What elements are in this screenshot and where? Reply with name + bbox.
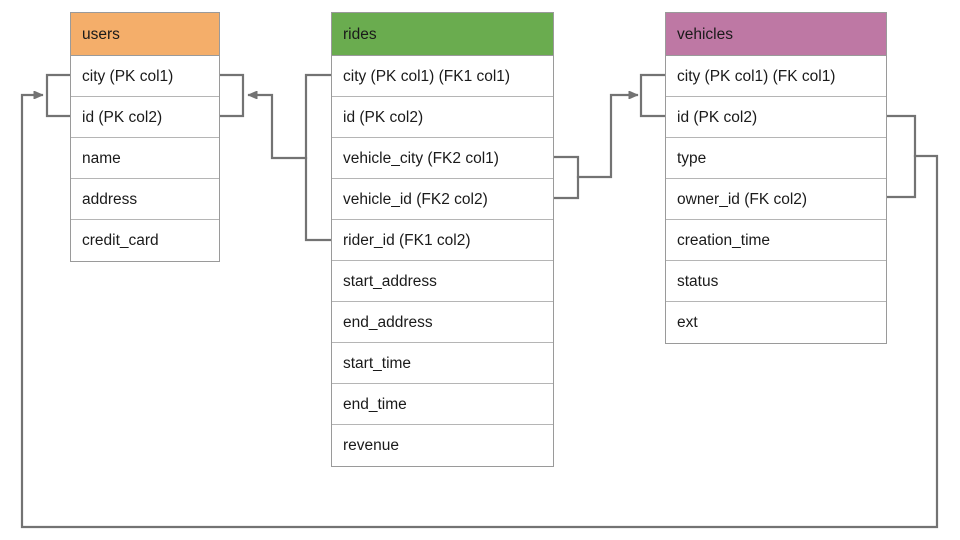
connector-rides-fk2-to-vehicles: [576, 95, 639, 179]
entity-users[interactable]: users city (PK col1) id (PK col2) name a…: [70, 12, 220, 262]
entity-rides[interactable]: rides city (PK col1) (FK1 col1) id (PK c…: [331, 12, 554, 467]
field-rides-end-address[interactable]: end_address: [332, 302, 553, 343]
field-vehicles-type[interactable]: type: [666, 138, 886, 179]
field-vehicles-ext[interactable]: ext: [666, 302, 886, 343]
field-rides-vehicle-id[interactable]: vehicle_id (FK2 col2): [332, 179, 553, 220]
field-rides-end-time[interactable]: end_time: [332, 384, 553, 425]
field-users-credit-card[interactable]: credit_card: [71, 220, 219, 261]
field-rides-start-time[interactable]: start_time: [332, 343, 553, 384]
entity-users-title: users: [71, 13, 219, 56]
entity-rides-title: rides: [332, 13, 553, 56]
field-rides-city[interactable]: city (PK col1) (FK1 col1): [332, 56, 553, 97]
connector-rides-fk2-bracket: [552, 155, 580, 200]
field-users-id[interactable]: id (PK col2): [71, 97, 219, 138]
field-vehicles-status[interactable]: status: [666, 261, 886, 302]
field-rides-start-address[interactable]: start_address: [332, 261, 553, 302]
field-rides-rider-id[interactable]: rider_id (FK1 col2): [332, 220, 553, 261]
field-vehicles-city[interactable]: city (PK col1) (FK col1): [666, 56, 886, 97]
entity-vehicles-title: vehicles: [666, 13, 886, 56]
connector-users-right-bracket: [218, 73, 245, 118]
field-vehicles-owner-id[interactable]: owner_id (FK col2): [666, 179, 886, 220]
field-rides-vehicle-city[interactable]: vehicle_city (FK2 col1): [332, 138, 553, 179]
connector-vehicles-left-bracket: [639, 73, 667, 118]
connector-vehicles-right-bracket: [885, 114, 917, 199]
connector-rides-fk1-bracket: [304, 73, 333, 242]
field-rides-revenue[interactable]: revenue: [332, 425, 553, 466]
field-users-name[interactable]: name: [71, 138, 219, 179]
connector-rides-fk1-to-users: [247, 95, 308, 160]
entity-vehicles[interactable]: vehicles city (PK col1) (FK col1) id (PK…: [665, 12, 887, 344]
field-users-address[interactable]: address: [71, 179, 219, 220]
field-users-city[interactable]: city (PK col1): [71, 56, 219, 97]
field-vehicles-id[interactable]: id (PK col2): [666, 97, 886, 138]
connector-users-left-bracket: [45, 73, 72, 118]
field-vehicles-creation-time[interactable]: creation_time: [666, 220, 886, 261]
field-rides-id[interactable]: id (PK col2): [332, 97, 553, 138]
